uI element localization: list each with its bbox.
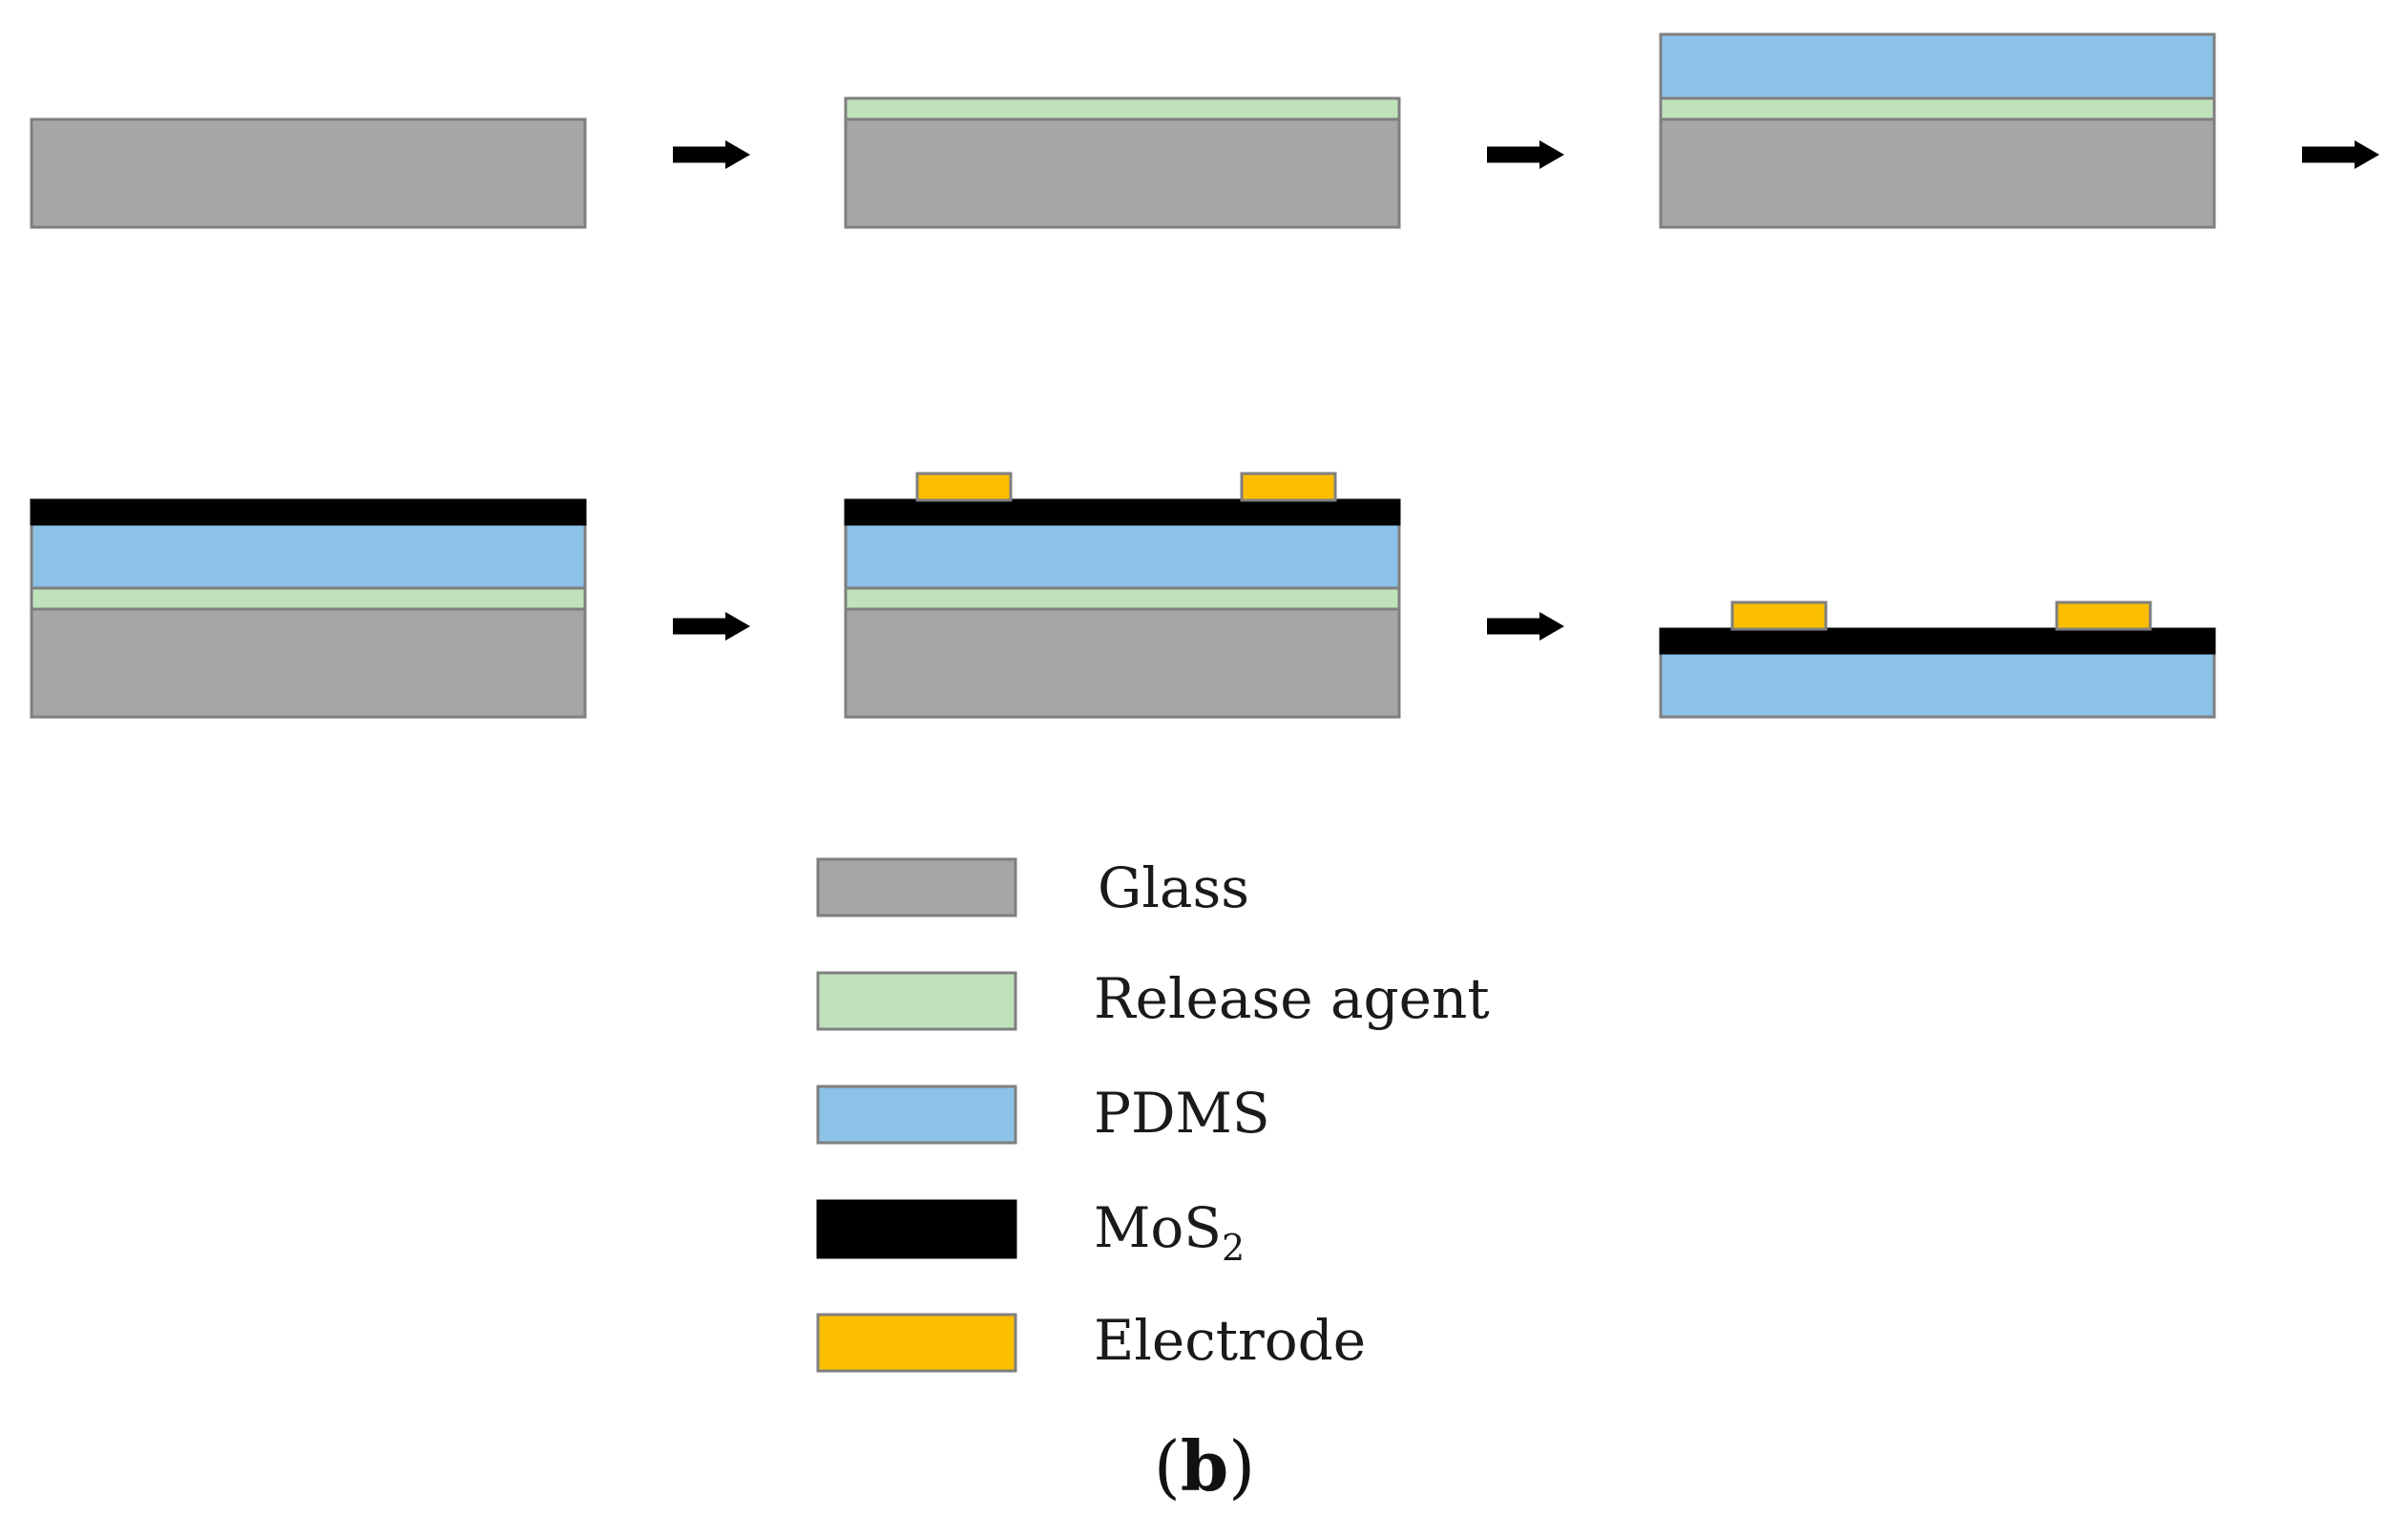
release-agent-layer [844,96,1401,121]
electrode-left [1730,600,1828,631]
legend-label-mos2-main: MoS [1094,1195,1222,1260]
step-3-pdms-cast [1659,32,2216,229]
legend-label-release-agent: Release agent [1094,966,1490,1031]
step-6-device-released [1659,600,2216,719]
legend: Glass Release agent PDMS MoS2 Electrode [816,855,1490,1373]
release-agent-layer [1659,96,2216,121]
figure-label-close-paren: ) [1228,1426,1255,1506]
step-1-glass-substrate [30,117,587,229]
mos2-layer [30,498,587,526]
mos2-layer [844,498,1401,526]
legend-label-mos2: MoS2 [1094,1195,1245,1269]
glass-layer [30,117,587,229]
legend-label-glass: Glass [1098,855,1249,920]
step-4-mos2-deposited [30,498,587,719]
legend-item-electrode: Electrode [816,1308,1366,1373]
release-agent-layer [30,586,587,611]
legend-item-glass: Glass [816,855,1249,920]
legend-label-mos2-subscript: 2 [1222,1227,1245,1269]
figure-label-letter: b [1181,1425,1228,1506]
legend-item-mos2: MoS2 [816,1195,1245,1269]
legend-swatch-mos2 [816,1199,1017,1259]
legend-swatch-electrode [816,1313,1017,1373]
electrode-right [1240,472,1337,502]
step-2-release-agent-coated [844,96,1401,229]
electrode-right [2055,600,2152,631]
release-agent-layer [844,586,1401,611]
legend-label-electrode: Electrode [1094,1308,1366,1373]
step-5-electrodes-patterned [844,472,1401,719]
legend-item-pdms: PDMS [816,1081,1270,1146]
legend-label-pdms: PDMS [1094,1081,1270,1146]
pdms-layer [844,522,1401,590]
legend-swatch-glass [816,857,1017,917]
legend-swatch-release-agent [816,971,1017,1031]
glass-layer [844,117,1401,229]
pdms-layer [1659,32,2216,100]
legend-swatch-pdms [816,1085,1017,1145]
pdms-layer [1659,651,2216,719]
mos2-layer [1659,627,2216,655]
glass-layer [30,607,587,719]
electrode-left [915,472,1013,502]
figure-label-open-paren: ( [1154,1426,1181,1506]
glass-layer [1659,117,2216,229]
pdms-layer [30,522,587,590]
glass-layer [844,607,1401,719]
figure-label: (b) [1154,1425,1256,1506]
legend-item-release-agent: Release agent [816,966,1490,1031]
